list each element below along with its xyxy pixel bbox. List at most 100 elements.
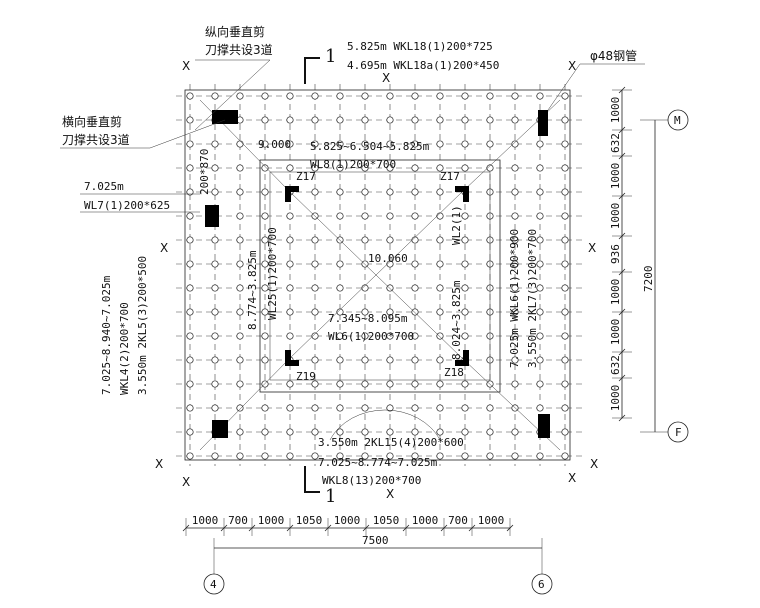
scaffold-pole [511,164,519,172]
scaffold-pole [461,212,469,220]
scaffold-pole [561,332,569,340]
dim-bottom-slash [506,524,514,532]
scaffold-pole [261,308,269,316]
scaffold-pole [211,284,219,292]
platform-frame [259,159,501,393]
axis-4-bubble [203,573,225,595]
section-mark-top [304,57,320,84]
scaffold-pole [436,188,444,196]
scaffold-pole [336,284,344,292]
scaffold-pole [211,380,219,388]
scaffold-pole [561,284,569,292]
scaffold-pole [361,92,369,100]
scaffold-pole [286,212,294,220]
scaffold-pole [411,236,419,244]
dim-right-value: 1000 [609,203,622,230]
scaffold-pole [211,332,219,340]
scaffold-pole [311,92,319,100]
scaffold-pole [511,140,519,148]
scaffold-pole [561,188,569,196]
scaffold-pole [186,164,194,172]
scaffold-grid [176,84,582,466]
scaffold-pole [261,164,269,172]
scaffold-pole [536,284,544,292]
scaffold-pole [211,356,219,364]
scaffold-pole [236,284,244,292]
scaffold-pole [386,92,394,100]
scaffold-pole [186,188,194,196]
scaffold-pole [361,188,369,196]
scaffold-pole [411,260,419,268]
scaffold-pole [561,236,569,244]
scaffold-pole [236,212,244,220]
dim-right-slash [618,374,626,382]
dim-bottom-slash [440,524,448,532]
column-block [212,110,238,124]
label-wl8: WL8(1)200*700 [310,158,396,171]
scaffold-pole [211,236,219,244]
scaffold-pole [386,140,394,148]
scaffold-pole [486,164,494,172]
scaffold-pole [186,380,194,388]
scaffold-pole [386,260,394,268]
label-v-8774: 8.774~3.825m [246,250,259,330]
x-mark: X [588,241,596,255]
scaffold-pole [286,116,294,124]
dim-right-slash [618,348,626,356]
column-z18 [455,350,469,366]
scaffold-pole [311,428,319,436]
label-v-left-1: 7.025~8.940~7.025m [100,275,113,395]
scaffold-pole [236,404,244,412]
scaffold-pole [511,116,519,124]
scaffold-pole [261,116,269,124]
dim-bottom-slash [468,524,476,532]
scaffold-pole [236,452,244,460]
label-pipe: φ48钢管 [590,48,637,63]
scaffold-pole [311,236,319,244]
scaffold-pole [186,308,194,316]
scaffold-pole [461,260,469,268]
scaffold-pole [236,380,244,388]
scaffold-pole [461,164,469,172]
scaffold-pole [411,428,419,436]
label-v-wl25: WL25(1)200*700 [266,227,279,320]
label-zong-brace-2: 刀撑共设3道 [205,42,273,57]
scaffold-pole [511,212,519,220]
scaffold-pole [236,308,244,316]
scaffold-pole [286,452,294,460]
scaffold-pole [186,332,194,340]
scaffold-pole [186,284,194,292]
scaffold-pole [236,164,244,172]
scaffold-pole [336,188,344,196]
scaffold-pole [486,452,494,460]
scaffold-pole [336,140,344,148]
label-z17-right: Z17 [440,170,460,183]
scaffold-pole [186,212,194,220]
scaffold-pole [261,188,269,196]
scaffold-pole [186,236,194,244]
dim-right-value: 1000 [609,163,622,190]
scaffold-pole [486,404,494,412]
dim-right-slash [618,414,626,422]
scaffold-pole [486,116,494,124]
scaffold-pole [436,284,444,292]
scaffold-pole [311,164,319,172]
x-mark: X [386,487,394,501]
column-z19 [285,350,299,366]
axis-F-label: F [675,426,682,439]
dim-right-slash [618,86,626,94]
scaffold-pole [436,260,444,268]
scaffold-pole [536,260,544,268]
scaffold-pole [436,236,444,244]
scaffold-pole [311,284,319,292]
dim-bottom-slash [362,524,370,532]
scaffold-pole [511,188,519,196]
scaffold-pole [511,236,519,244]
scaffold-pole [536,308,544,316]
scaffold-pole [361,284,369,292]
label-heng-brace-1: 横向垂直剪 [62,114,122,129]
scaffold-pole [386,332,394,340]
scaffold-pole [336,356,344,364]
label-zong-brace-1: 纵向垂直剪 [205,24,265,39]
